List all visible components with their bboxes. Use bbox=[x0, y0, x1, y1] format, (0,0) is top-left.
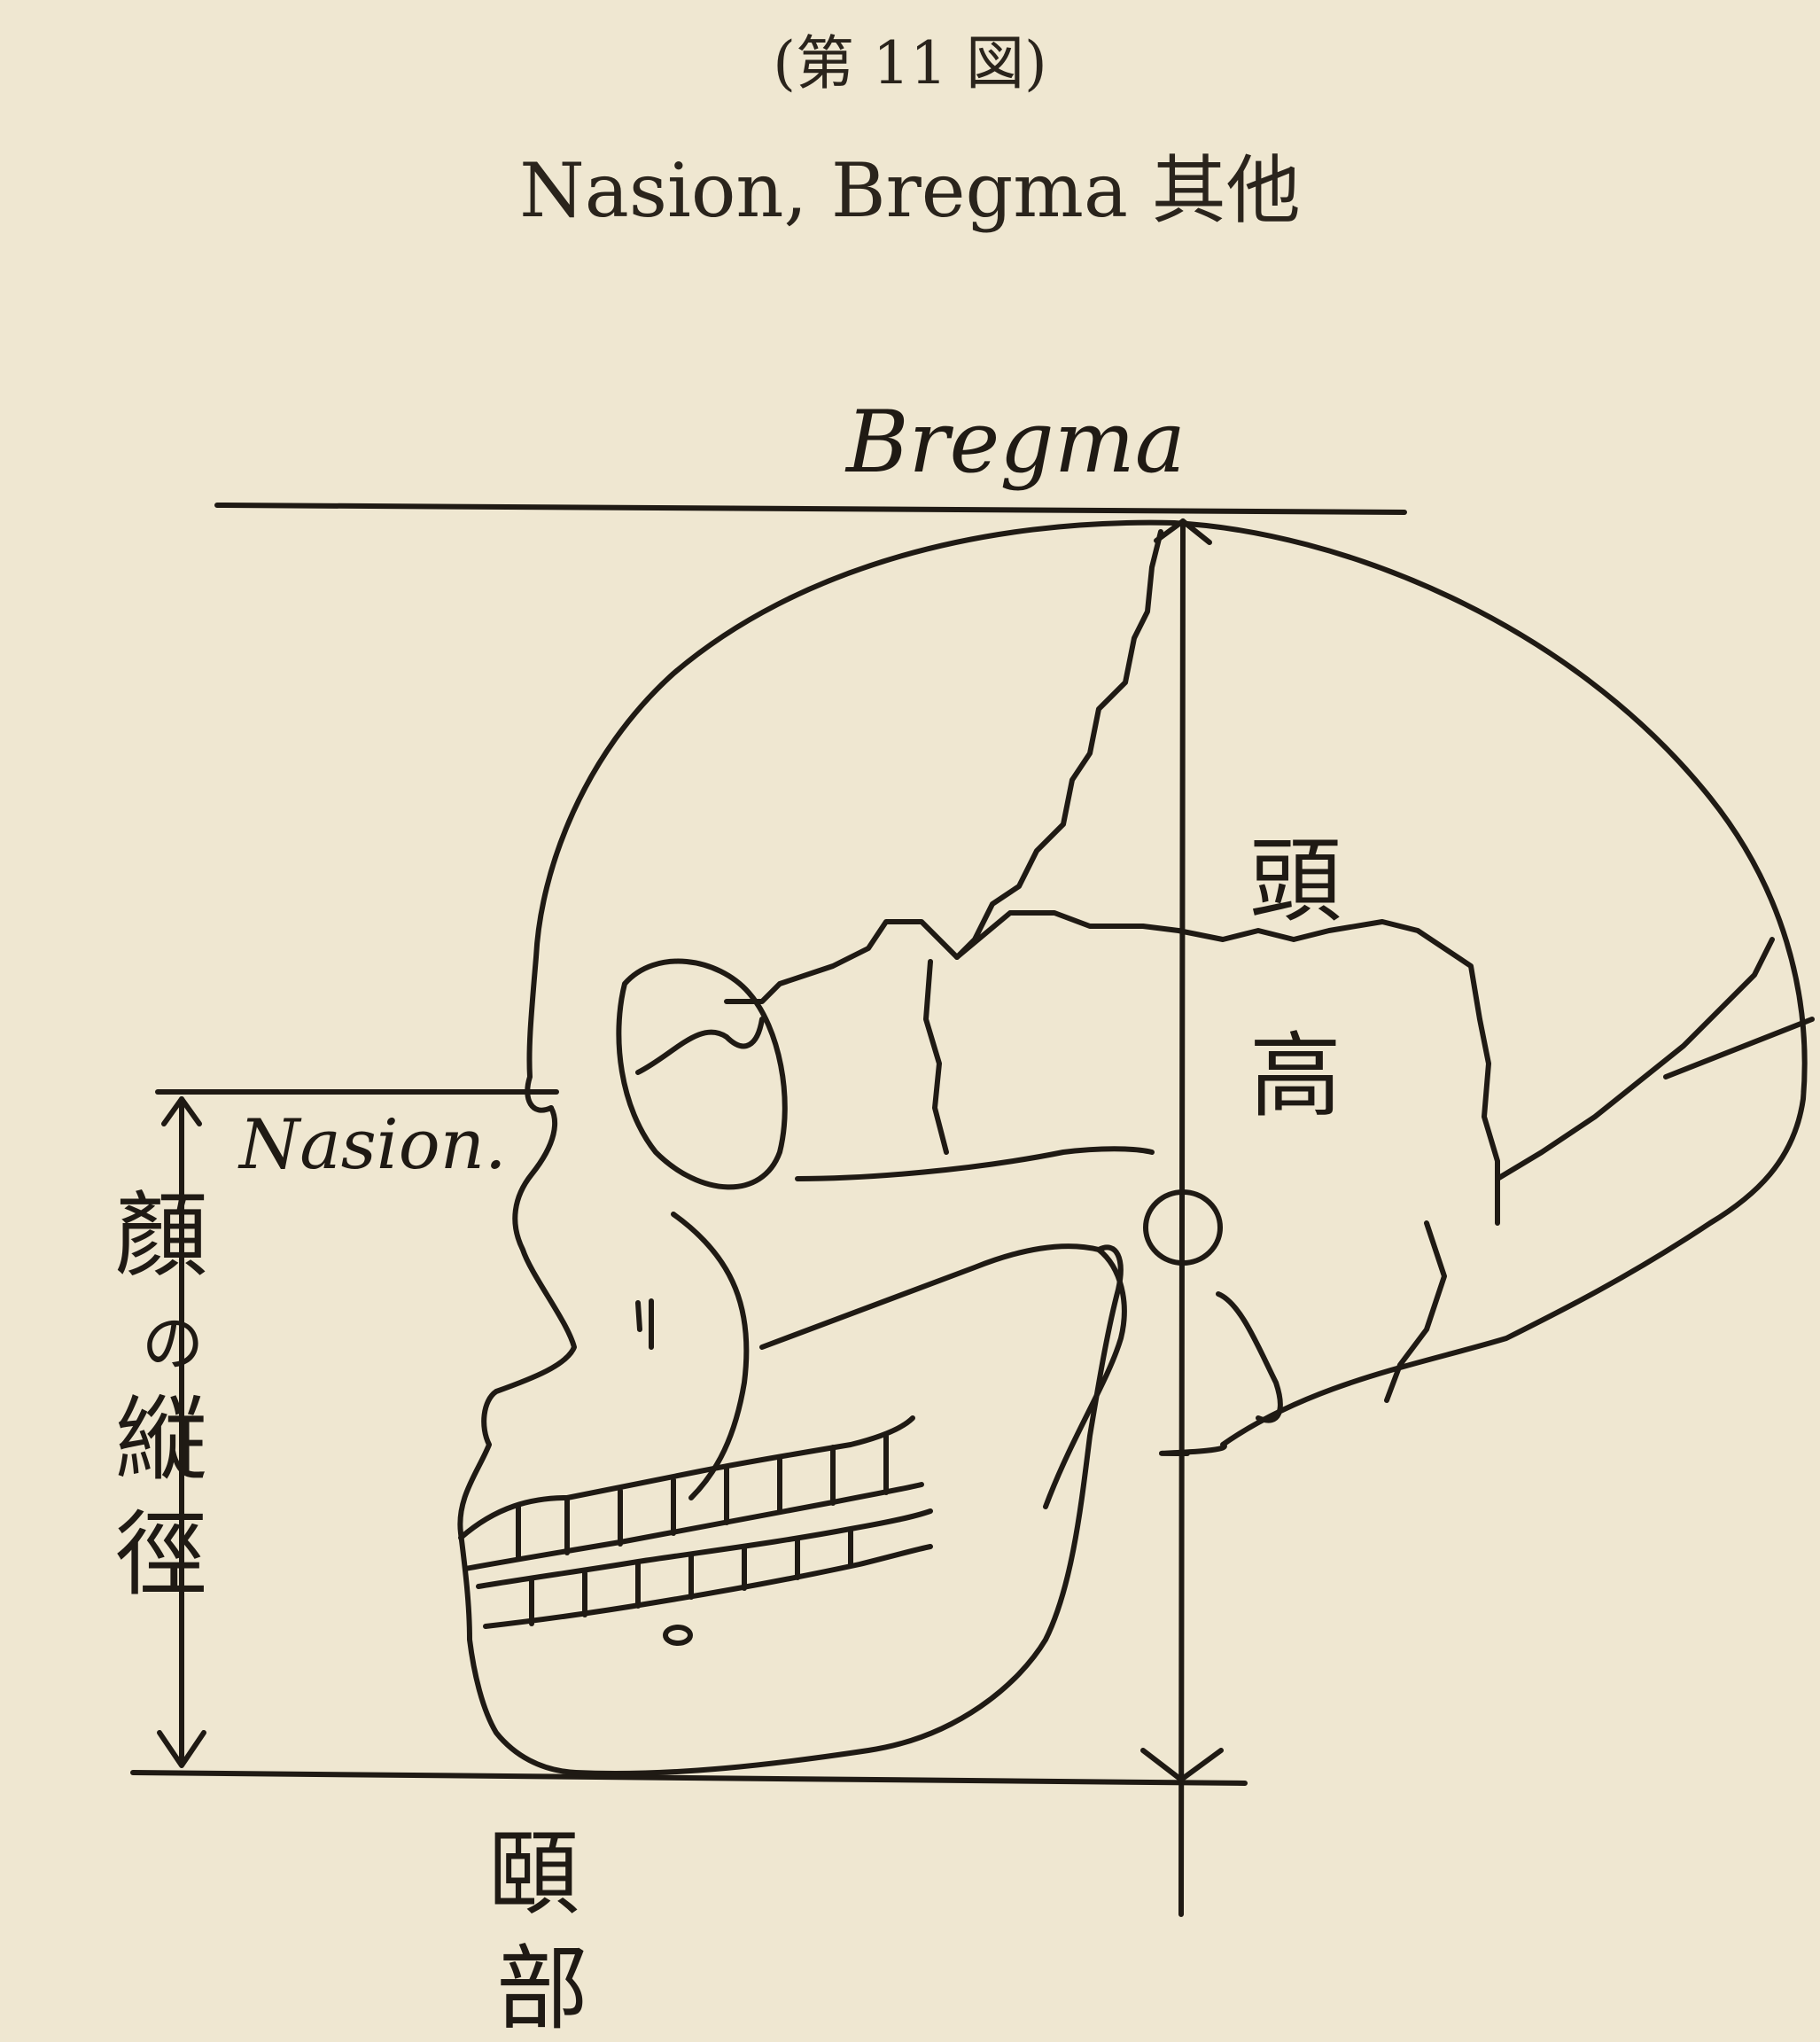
parietal-suture bbox=[957, 913, 1497, 1223]
orbit-inner bbox=[638, 1019, 762, 1072]
occipital-line bbox=[1666, 1019, 1812, 1077]
face-profile bbox=[460, 1108, 1120, 1773]
head-height-line bbox=[1181, 521, 1183, 1914]
chin-label-2: 部 bbox=[496, 1935, 588, 2042]
cranium-front bbox=[527, 523, 1174, 1111]
face-height-label-2: の bbox=[142, 1307, 204, 1380]
upper-teeth bbox=[461, 1418, 913, 1538]
chin-label-1: 頤 bbox=[487, 1820, 579, 1928]
nasion-label: Nasion. bbox=[237, 1105, 507, 1185]
maxilla-line bbox=[762, 1246, 1099, 1347]
head-height-label-1: 頭 bbox=[1249, 827, 1342, 935]
coronal-suture bbox=[957, 532, 1161, 957]
sphenoid-suture bbox=[926, 962, 946, 1152]
lower-teeth bbox=[478, 1511, 930, 1586]
face-height-label-1: 顏 bbox=[115, 1181, 207, 1290]
lower-teeth-base bbox=[486, 1547, 930, 1626]
mastoid bbox=[1218, 1294, 1280, 1421]
mental-foramen bbox=[665, 1627, 690, 1643]
bregma-line bbox=[217, 505, 1404, 512]
face-height-label-3: 縦 bbox=[115, 1385, 207, 1493]
face-height-label-4: 徑 bbox=[115, 1500, 207, 1609]
squamosal-suture bbox=[727, 922, 957, 1002]
bregma-label: Bregma bbox=[844, 393, 1186, 492]
cheekbone bbox=[673, 1214, 746, 1498]
cranium-outline bbox=[1162, 523, 1805, 1454]
lambdoid-suture bbox=[1497, 939, 1772, 1179]
orbit bbox=[618, 962, 784, 1188]
nasal-mark bbox=[638, 1301, 651, 1347]
chin-line bbox=[133, 1773, 1245, 1783]
head-height-label-2: 高 bbox=[1249, 1022, 1342, 1130]
temporal-lower bbox=[1387, 1223, 1444, 1400]
zygomatic-arch bbox=[797, 1149, 1152, 1179]
